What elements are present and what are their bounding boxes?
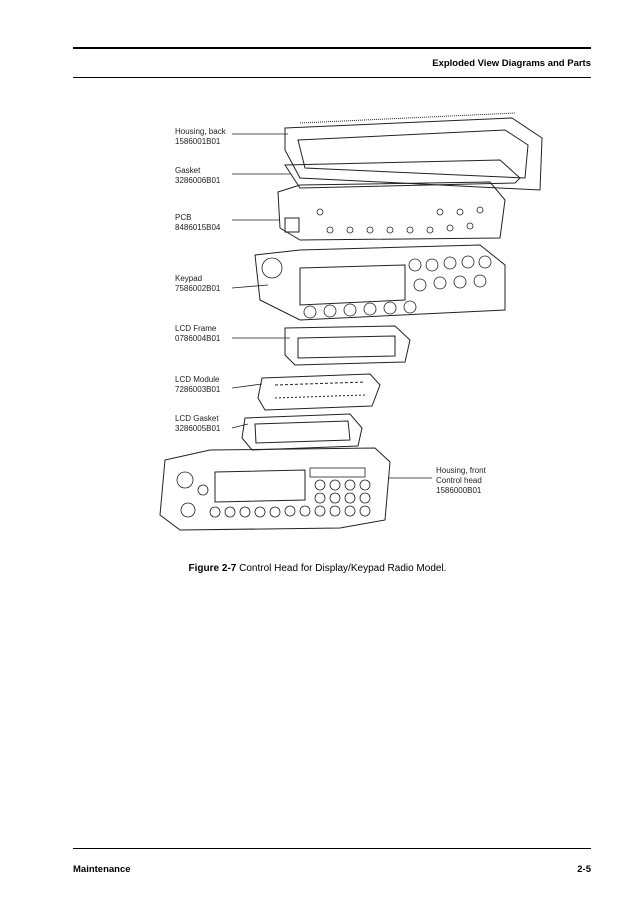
figure-caption-text: Control Head for Display/Keypad Radio Mo… [236, 563, 447, 574]
gasket-drawing [284, 159, 521, 189]
lcd-gasket-drawing [241, 413, 363, 451]
lcd-module-drawing [257, 373, 381, 411]
header-title: Exploded View Diagrams and Parts [432, 58, 591, 69]
footer-rule [73, 848, 591, 849]
footer-section: Maintenance [73, 864, 131, 875]
page-number: 2-5 [577, 864, 591, 875]
keypad-drawing [254, 244, 506, 321]
leader-lines [231, 133, 432, 479]
header-underline [73, 77, 591, 78]
figure-caption: Figure 2-7 Control Head for Display/Keyp… [0, 563, 635, 574]
housing-back-drawing [284, 112, 543, 191]
housing-front-drawing [159, 447, 391, 531]
pcb-drawing [277, 181, 506, 241]
header-rule [73, 47, 591, 49]
lcd-frame-drawing [284, 325, 411, 366]
figure-label: Figure 2-7 [188, 563, 237, 574]
